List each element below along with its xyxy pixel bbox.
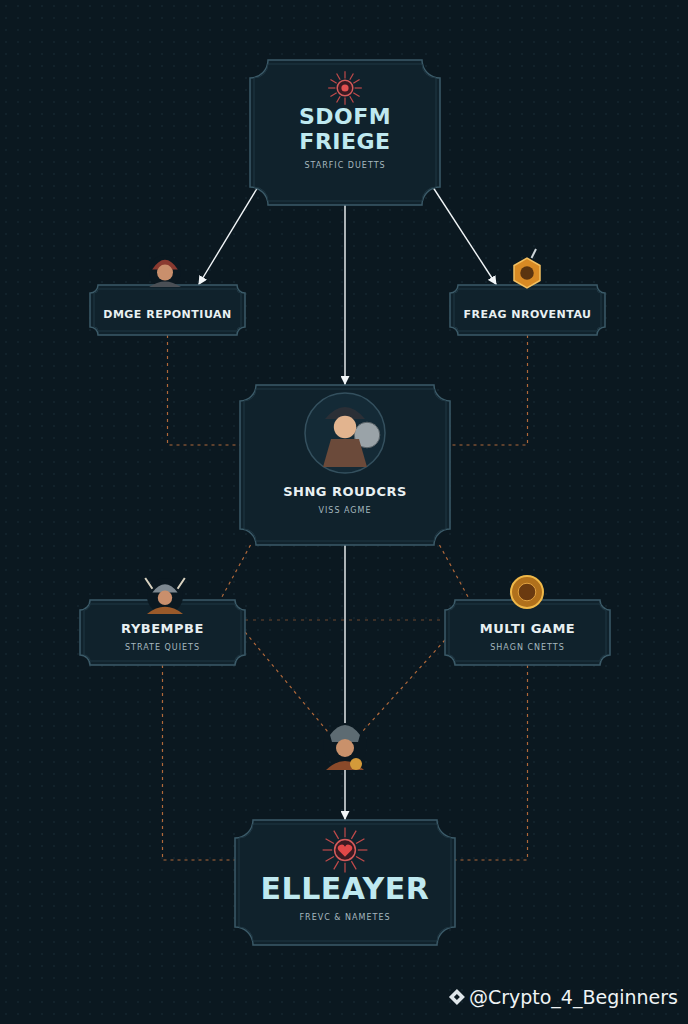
emblem-icon: [328, 71, 362, 105]
dashed-leader: [362, 640, 445, 732]
box-inner-border: [244, 389, 446, 541]
node-title: MULTI GAME: [480, 622, 575, 637]
node-subtitle: VISS AGME: [318, 506, 371, 515]
process-box: MULTI GAME SHAGN CNETTS: [445, 600, 610, 665]
hero-icon: [305, 393, 385, 473]
process-box: RYBEMPBE STRATE QUIETS: [80, 600, 245, 665]
watermark-logo: [449, 989, 465, 1005]
box-inner-border: [84, 604, 241, 661]
box-border: [250, 60, 440, 205]
box-border: [450, 285, 605, 335]
node-title: ELLEAYER: [261, 872, 430, 907]
box-inner-border: [239, 824, 451, 941]
ornate-outline: [240, 385, 450, 545]
node-title: FREAG NROVENTAU: [463, 309, 591, 322]
box-inner-border: [449, 604, 606, 661]
node-subtitle: STARFIC DUETTS: [304, 161, 385, 170]
warrior-icon: [323, 723, 367, 770]
node-title: RYBEMPBE: [121, 622, 204, 637]
process-box: DMGE REPONTIUAN: [90, 285, 245, 335]
box-border: [80, 600, 245, 665]
viking-icon: [145, 578, 185, 614]
hex-icon: [514, 249, 540, 288]
dashed-connector: [163, 665, 236, 860]
box-border: [445, 600, 610, 665]
box-inner-border: [254, 64, 436, 201]
dashed-connector: [168, 335, 241, 445]
coin-icon: [511, 576, 543, 608]
node-subtitle: STRATE QUIETS: [125, 643, 200, 652]
dashed-connector: [440, 545, 470, 600]
dashed-connector: [455, 665, 528, 860]
avatar-icon: [149, 255, 181, 287]
flow-arrow: [344, 545, 345, 820]
flow-arrow: [344, 205, 345, 385]
node-subtitle: FREVC & NAMETES: [299, 913, 390, 922]
process-box: SDOFM FRIEGE STARFIC DUETTS: [250, 60, 440, 205]
box-inner-border: [454, 289, 601, 331]
heart-icon: [323, 828, 368, 873]
watermark: @Crypto_4_Beginners: [469, 986, 678, 1008]
process-box: FREAG NROVENTAU: [450, 285, 605, 335]
box-border: [235, 820, 455, 945]
process-box: SHNG ROUDCRS VISS AGME: [240, 385, 450, 545]
dashed-leader: [245, 632, 328, 732]
box-inner-border: [94, 289, 241, 331]
node-subtitle: SHAGN CNETTS: [490, 643, 565, 652]
dashed-connector: [220, 545, 250, 600]
dashed-connector: [450, 335, 528, 445]
node-title: SHNG ROUDCRS: [283, 485, 407, 500]
box-border: [240, 385, 450, 545]
process-box: ELLEAYER FREVC & NAMETES: [235, 820, 455, 945]
node-title: SDOFM FRIEGE: [262, 104, 428, 155]
box-border: [90, 285, 245, 335]
node-title: DMGE REPONTIUAN: [103, 309, 231, 322]
